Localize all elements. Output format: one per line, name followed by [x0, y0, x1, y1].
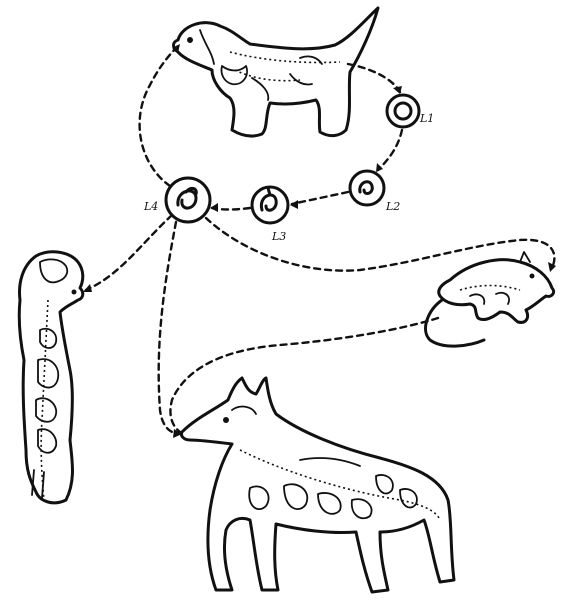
- rat-icon: [426, 252, 554, 346]
- stage-l4-label: L4: [143, 200, 158, 213]
- stage-l2: L2: [350, 171, 400, 213]
- stage-l3-label: L3: [271, 230, 286, 243]
- stage-l1-label: L1: [419, 112, 434, 125]
- adult-dog-icon: [181, 378, 454, 592]
- stage-l1: L1: [387, 95, 434, 127]
- dog-puppy-icon: [174, 8, 379, 136]
- human-figure-icon: [19, 252, 83, 503]
- stage-l4: L4: [143, 178, 210, 222]
- stage-l2-label: L2: [385, 200, 400, 213]
- lifecycle-arrows: [83, 44, 556, 438]
- stage-l3: L3: [252, 187, 288, 243]
